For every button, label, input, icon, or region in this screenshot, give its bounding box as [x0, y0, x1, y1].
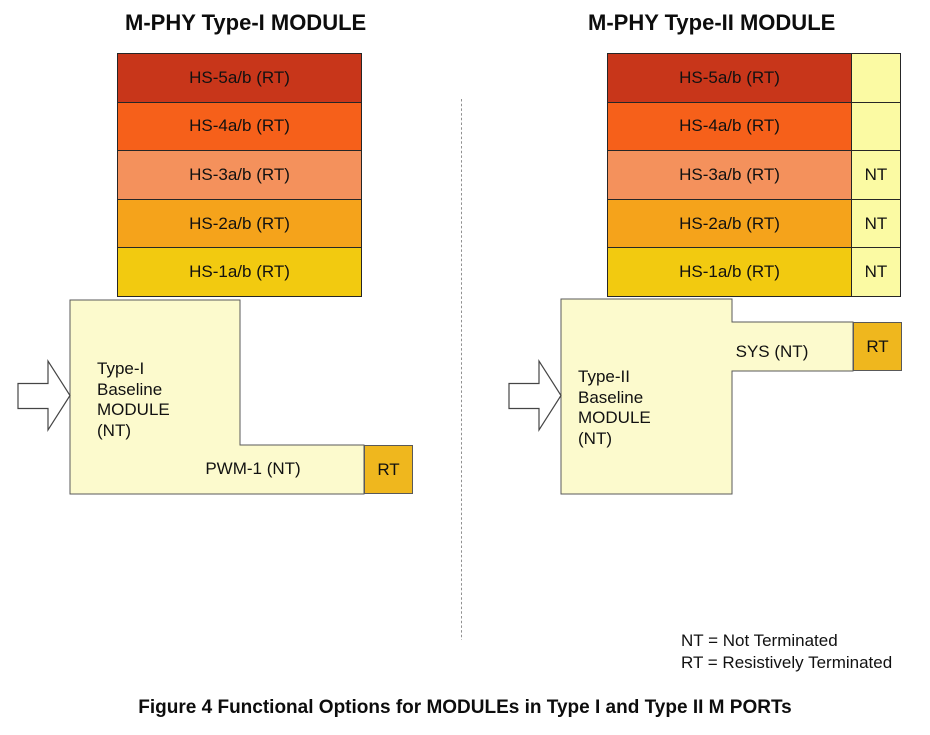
figure-caption: Figure 4 Functional Options for MODULEs …: [138, 697, 792, 718]
type1-hs3-bar: HS-3a/b (RT): [117, 150, 362, 200]
type1-hs1-bar: HS-1a/b (RT): [117, 247, 362, 297]
type1-hs3-row: HS-3a/b (RT): [117, 150, 362, 200]
type1-rt-box: RT: [364, 445, 413, 494]
type1-hs4-row: HS-4a/b (RT): [117, 101, 362, 152]
type2-hs1-nt-cell: NT: [851, 247, 901, 297]
type2-input-arrow-icon: [508, 358, 562, 433]
type2-hs5-row: HS-5a/b (RT): [607, 53, 902, 103]
type1-hs5-bar: HS-5a/b (RT): [117, 53, 362, 103]
type2-hs4-row: HS-4a/b (RT): [607, 101, 902, 152]
type2-rt-box: RT: [853, 322, 902, 371]
type1-pwm1-label: PWM-1 (NT): [205, 459, 301, 478]
type2-hs3-nt-cell: NT: [851, 150, 901, 200]
type1-baseline-module-label: Type-I Baseline MODULE (NT): [97, 359, 170, 440]
type2-module-title: M-PHY Type-II MODULE: [588, 10, 836, 35]
type2-hs4-side-cell: [851, 101, 901, 152]
type2-hs-stack: HS-5a/b (RT) HS-4a/b (RT) HS-3a/b (RT) N…: [607, 53, 902, 297]
type1-hs2-bar: HS-2a/b (RT): [117, 198, 362, 249]
type1-module-title: M-PHY Type-I MODULE: [125, 10, 367, 35]
type2-hs3-bar: HS-3a/b (RT): [607, 150, 852, 200]
legend-rt-line: RT = Resistively Terminated: [681, 652, 893, 672]
type2-hs5-side-cell: [851, 53, 901, 103]
type2-hs5-bar: HS-5a/b (RT): [607, 53, 852, 103]
type1-hs2-row: HS-2a/b (RT): [117, 198, 362, 249]
type2-hs2-bar: HS-2a/b (RT): [607, 198, 852, 249]
type1-input-arrow-icon: [17, 358, 71, 433]
legend-nt-line: NT = Not Terminated: [681, 631, 838, 650]
type1-hs4-bar: HS-4a/b (RT): [117, 101, 362, 152]
type2-hs2-nt-cell: NT: [851, 198, 901, 249]
type2-baseline-shape: [560, 298, 854, 495]
type2-hs4-bar: HS-4a/b (RT): [607, 101, 852, 152]
type2-sys-label: SYS (NT): [735, 342, 809, 361]
type1-hs1-row: HS-1a/b (RT): [117, 247, 362, 297]
type2-baseline-module-label: Type-II Baseline MODULE (NT): [578, 367, 651, 448]
legend: NT = Not Terminated RT = Resistively Ter…: [681, 630, 892, 673]
type1-hs-stack: HS-5a/b (RT) HS-4a/b (RT) HS-3a/b (RT) H…: [117, 53, 362, 297]
type1-hs5-row: HS-5a/b (RT): [117, 53, 362, 103]
type2-hs1-bar: HS-1a/b (RT): [607, 247, 852, 297]
type2-hs2-row: HS-2a/b (RT) NT: [607, 198, 902, 249]
type2-hs1-row: HS-1a/b (RT) NT: [607, 247, 902, 297]
type2-hs3-row: HS-3a/b (RT) NT: [607, 150, 902, 200]
